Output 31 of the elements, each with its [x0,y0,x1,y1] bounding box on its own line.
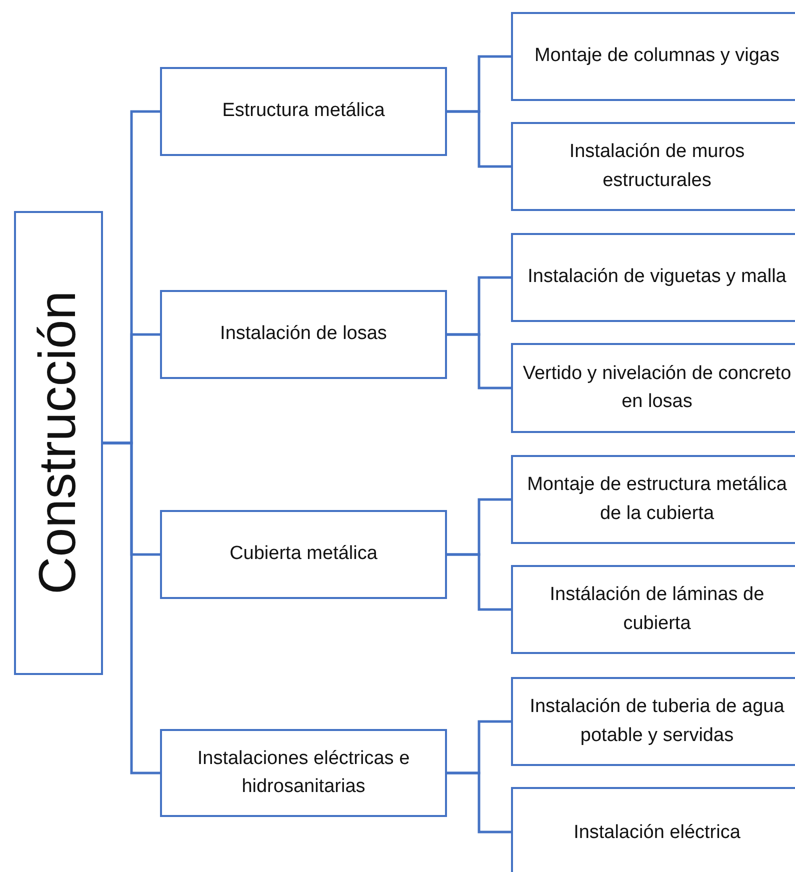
task-box [160,290,447,379]
connector-line [447,772,511,834]
task-label: Instalación de losas [219,322,388,346]
task-box [511,677,795,766]
task-label: Instálación de láminas de cubierta [548,583,766,636]
task-box [511,455,795,544]
connector-line [447,553,511,611]
task-box [160,510,447,599]
task-box [511,12,795,101]
task-label: Instalaciones eléctricas e hidrosanitarias [196,746,411,799]
connector-line [103,442,160,774]
task-box [511,122,795,211]
task-box [511,565,795,654]
task-label: Instalación de tuberia de agua potable y servidas [528,695,786,748]
task-box [160,67,447,156]
task-label: Estructura metálica [221,99,386,124]
task-label: Cubierta metálica [228,542,378,566]
root-box [14,211,103,675]
task-box [511,343,795,433]
task-label: Instalación de muros estructurales [568,140,746,192]
task-label: Montaje de estructura metálica de la cubierta [526,473,788,526]
task-label: Montaje de columnas y vigas [533,44,780,68]
task-label: Vertido y nivelación de concreto en losas [522,362,792,414]
connector-line [447,110,511,168]
task-label: Instalación eléctrica [572,820,742,845]
task-box [160,729,447,817]
root-label: Construcción [30,291,88,595]
task-box [511,233,795,322]
connector-line [447,333,511,390]
task-label: Instalación de viguetas y malla [526,265,788,290]
task-box [511,787,795,872]
